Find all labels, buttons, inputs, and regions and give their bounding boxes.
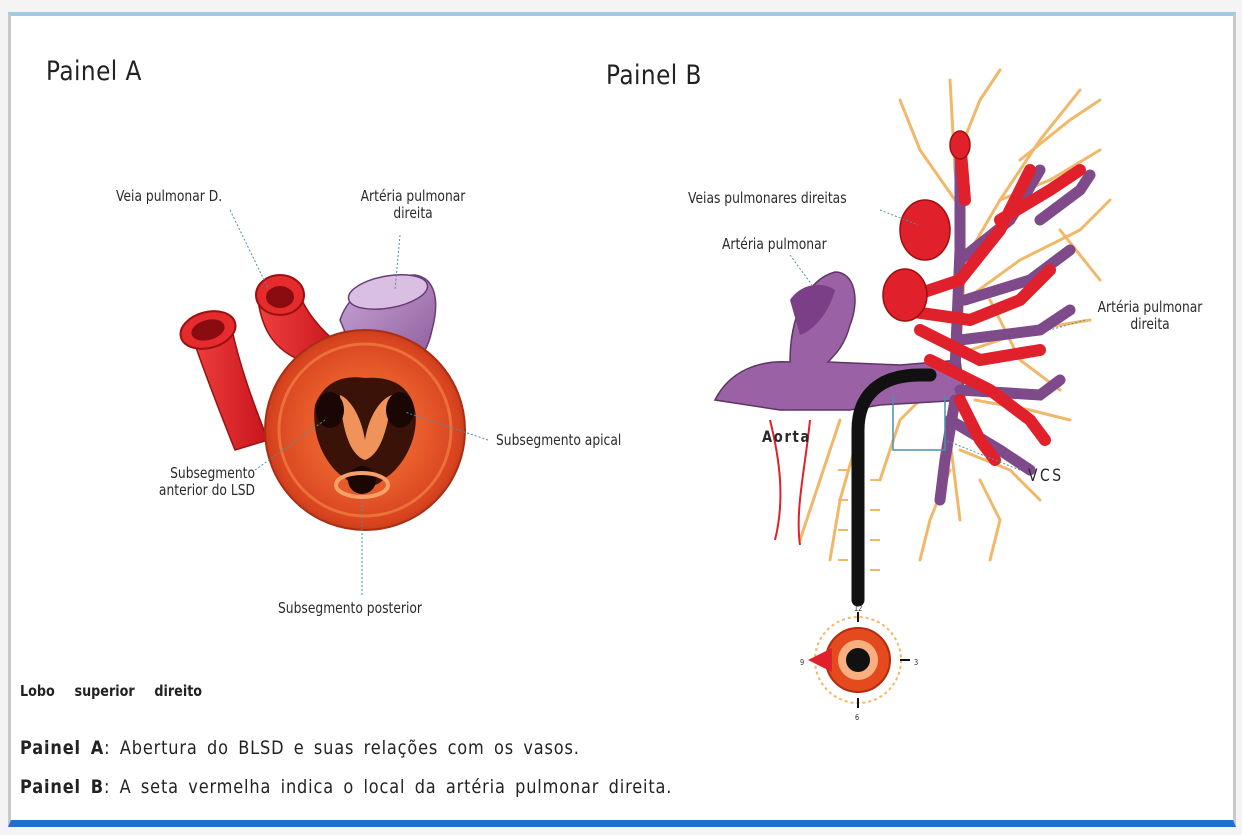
label-anterior-line1: Subsegmento (128, 465, 255, 482)
label-anterior-line2: anterior do LSD (128, 482, 255, 499)
bronchoscope (858, 375, 930, 600)
label-vein: Veia pulmonar D. (116, 188, 222, 205)
panel-a-illustration (176, 210, 488, 595)
label-vcs: VCS (1028, 468, 1064, 485)
clock-label-9: 9 (800, 654, 804, 671)
panel-b-illustration (715, 70, 1110, 708)
caption-panel-a: Painel A: Abertura do BLSD e suas relaçõ… (20, 737, 580, 759)
label-artery-b: Artéria pulmonar (722, 236, 827, 253)
caption-panel-a-text: : Abertura do BLSD e suas relações com o… (104, 737, 580, 759)
red-arrow-indicator (808, 648, 832, 672)
caption-panel-a-key: Painel A (20, 737, 104, 759)
caption-panel-b-text: : A seta vermelha indica o local da arté… (104, 776, 672, 798)
label-veins-b: Veias pulmonares direitas (688, 190, 847, 207)
clock-label-12: 12 (854, 600, 862, 617)
clock-label-6: 6 (855, 709, 859, 726)
label-artery-a-line1: Artéria pulmonar (352, 188, 475, 205)
lobe-label: Lobo superior direito (20, 682, 202, 700)
label-right-artery-line1: Artéria pulmonar (1093, 299, 1208, 316)
vein-vessel-left (176, 305, 268, 450)
label-aorta: Aorta (762, 428, 811, 445)
label-posterior: Subsegmento posterior (278, 600, 422, 617)
clock-diagram (808, 612, 910, 708)
caption-panel-b: Painel B: A seta vermelha indica o local… (20, 776, 672, 798)
bronchus-opening (265, 330, 465, 530)
label-artery-a-line2: direita (352, 205, 475, 222)
label-apical: Subsegmento apical (496, 432, 621, 449)
caption-panel-b-key: Painel B (20, 776, 104, 798)
label-right-artery-line2: direita (1093, 316, 1208, 333)
clock-label-3: 3 (914, 654, 918, 671)
